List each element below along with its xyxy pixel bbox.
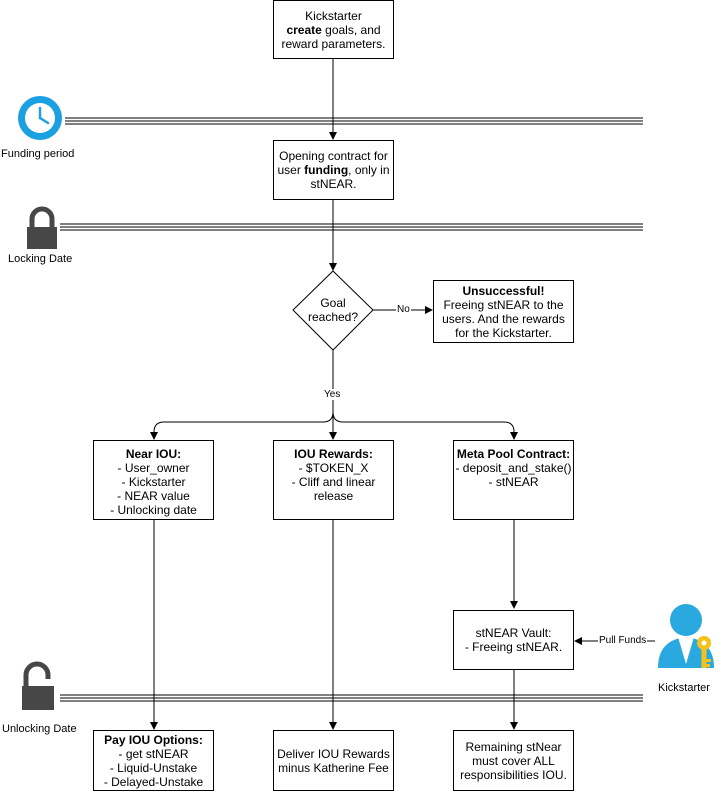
stnear-vault-line1: stNEAR Vault: xyxy=(475,626,552,640)
unsuccessful-line3: for the Kickstarter. xyxy=(455,325,552,340)
near-iou-line1: - User_owner xyxy=(117,461,190,475)
opening-contract-line2: user funding, only in xyxy=(277,163,389,177)
edge-label-no: No xyxy=(396,304,411,315)
unsuccessful-title: Unsuccessful! xyxy=(462,283,545,298)
pay-iou-title: Pay IOU Options: xyxy=(104,732,203,747)
iou-rewards-line1: - $TOKEN_X xyxy=(298,461,369,475)
funding-period-label: Funding period xyxy=(1,148,75,160)
create-line2-rest: goals, and xyxy=(321,22,381,37)
opening-contract-line1: Opening contract for xyxy=(279,149,388,163)
arrow-yes-right xyxy=(332,411,518,440)
remaining-box: Remaining stNear must cover ALL responsi… xyxy=(453,730,574,791)
pay-iou-line3: - Delayed-Unstake xyxy=(103,774,204,789)
unsuccessful-box: Unsuccessful! Freeing stNEAR to the user… xyxy=(433,280,574,343)
opening-post: , only in xyxy=(348,163,390,177)
deliver-iou-box: Deliver IOU Rewards minus Katherine Fee xyxy=(273,730,394,791)
funding-bold: funding xyxy=(304,163,349,177)
unlocking-date-label: Unlocking Date xyxy=(2,723,77,735)
deliver-iou-line1: Deliver IOU Rewards xyxy=(277,746,390,761)
iou-rewards-line2: - Cliff and linear xyxy=(291,475,376,489)
remaining-line3: responsibilities IOU. xyxy=(460,767,567,782)
iou-rewards-title: IOU Rewards: xyxy=(294,447,373,461)
kickstarter-create-line1: Kickstarter xyxy=(305,8,362,23)
opening-pre: user xyxy=(277,163,305,177)
meta-pool-box: Meta Pool Contract: - deposit_and_stake(… xyxy=(453,440,574,520)
kickstarter-actor-label: Kickstarter xyxy=(658,682,710,694)
edge-label-yes: Yes xyxy=(323,389,342,400)
clock-icon xyxy=(18,96,62,140)
locking-date-label: Locking Date xyxy=(8,253,73,265)
opening-contract-line3: stNEAR. xyxy=(310,177,357,191)
meta-pool-line2: - stNEAR xyxy=(488,475,539,489)
deliver-iou-line2: minus Katherine Fee xyxy=(278,760,389,775)
unsuccessful-line2: users. And the rewards xyxy=(442,311,565,326)
decision-line2: reached? xyxy=(307,310,359,324)
kickstarter-create-box: Kickstarter create goals, and reward par… xyxy=(273,0,394,59)
remaining-line2: must cover ALL xyxy=(472,753,555,768)
edge-label-pull-funds: Pull Funds xyxy=(598,635,648,646)
opening-contract-box: Opening contract for user funding, only … xyxy=(273,140,394,200)
remaining-line1: Remaining stNear xyxy=(465,739,562,754)
arrow-yes-left xyxy=(150,411,334,440)
pay-iou-line1: - get stNEAR xyxy=(118,746,189,761)
near-iou-box: Near IOU: - User_owner - Kickstarter - N… xyxy=(93,440,214,520)
pay-iou-box: Pay IOU Options: - get stNEAR - Liquid-U… xyxy=(93,730,214,791)
goal-decision-text: Goal reached? xyxy=(298,296,368,324)
goal-decision-diamond xyxy=(292,270,374,351)
near-iou-line2: - Kickstarter xyxy=(121,475,186,489)
meta-pool-title: Meta Pool Contract: xyxy=(456,447,571,461)
iou-rewards-line3: release xyxy=(313,489,354,503)
lock-open-icon xyxy=(22,661,54,710)
user-key-icon xyxy=(658,604,714,668)
locking-date-line xyxy=(60,223,643,231)
funding-period-line xyxy=(65,117,643,125)
kickstarter-create-line3: reward parameters. xyxy=(281,36,386,51)
near-iou-line3: - NEAR value xyxy=(117,489,190,503)
create-bold: create xyxy=(286,22,322,37)
near-iou-line4: - Unlocking date xyxy=(110,503,197,517)
meta-pool-line1: - deposit_and_stake() xyxy=(455,461,572,475)
unlocking-date-line xyxy=(60,694,643,702)
near-iou-title: Near IOU: xyxy=(125,447,182,461)
decision-line1: Goal xyxy=(320,296,346,310)
pay-iou-line2: - Liquid-Unstake xyxy=(109,760,198,775)
unsuccessful-line1: Freeing stNEAR to the xyxy=(443,297,564,312)
lock-closed-icon xyxy=(27,206,57,249)
stnear-vault-line2: - Freeing stNEAR. xyxy=(464,640,563,654)
stnear-vault-box: stNEAR Vault: - Freeing stNEAR. xyxy=(453,610,574,670)
kickstarter-create-line2: create goals, and xyxy=(286,23,380,37)
iou-rewards-box: IOU Rewards: - $TOKEN_X - Cliff and line… xyxy=(273,440,394,520)
